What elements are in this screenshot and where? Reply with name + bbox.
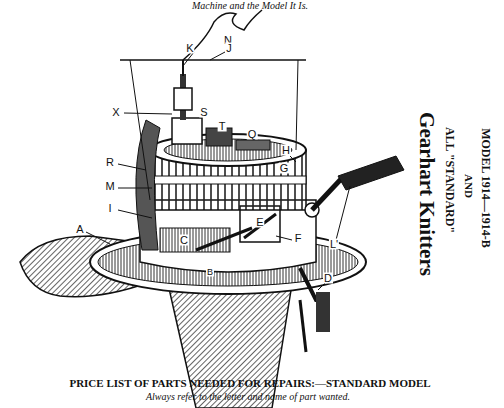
callout-letter: S <box>199 107 208 118</box>
callout-letter: K <box>185 43 194 54</box>
callout-letter: B <box>206 268 214 277</box>
callout-letter: C <box>179 235 189 246</box>
callout-letter: J <box>225 43 233 54</box>
callout-letter: A <box>75 224 84 235</box>
callout-letter: H <box>281 145 291 156</box>
callout-letter: X <box>111 107 120 118</box>
callout-letter: T <box>218 121 227 132</box>
callout-letter: E <box>255 217 264 228</box>
side-heading: AND <box>463 174 474 198</box>
callout-letter: R <box>105 157 115 168</box>
callout-letter: M <box>104 181 115 192</box>
callout-letter: D <box>323 273 333 284</box>
side-heading: Gearhart Knitters <box>416 112 437 276</box>
callout-letter: G <box>279 163 290 174</box>
caption-text: Always refer to the letter and name of p… <box>146 392 350 402</box>
callout-letter: Q <box>247 129 258 140</box>
side-heading: ALL "STANDARD" <box>444 127 456 233</box>
callout-letter: L' <box>329 239 339 250</box>
callout-letter: I <box>107 203 112 214</box>
caption-text: Machine and the Model It Is. <box>192 1 308 11</box>
caption-text: PRICE LIST OF PARTS NEEDED FOR REPAIRS:—… <box>69 378 430 389</box>
side-heading: MODEL 1914—1914-B <box>480 128 492 248</box>
callout-letter: F <box>294 233 303 244</box>
